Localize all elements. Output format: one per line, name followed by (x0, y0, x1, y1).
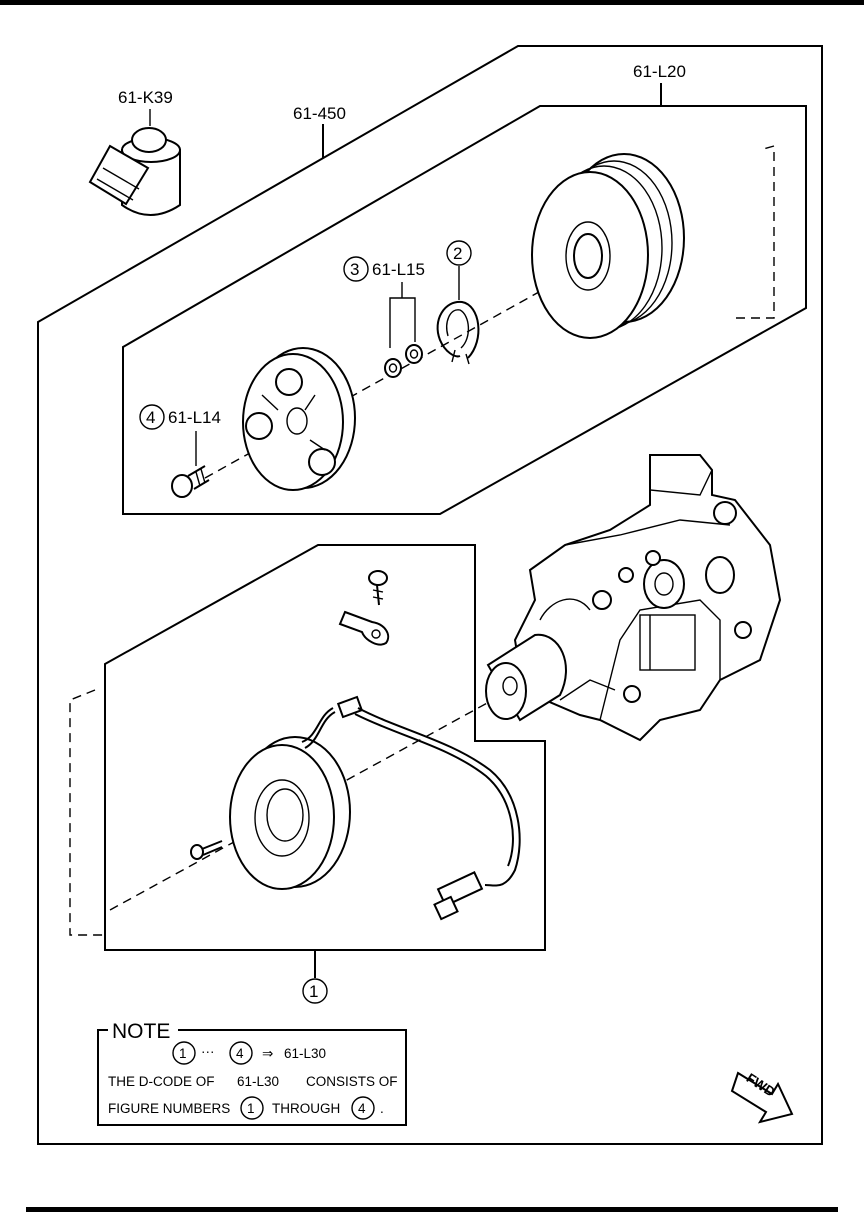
label-61-l15: 61-L15 (372, 260, 425, 279)
clutch-set-outline-l20 (122, 105, 807, 515)
note-range-end-circle (229, 1041, 253, 1065)
note-line3-end-circle (351, 1096, 375, 1120)
note-line3-through: THROUGH (272, 1101, 340, 1116)
callout-4: 4 (146, 408, 155, 427)
fwd-arrow-icon: FWD (730, 1070, 794, 1124)
compressor-body-part (513, 454, 782, 742)
note-range-start-circle (172, 1041, 196, 1065)
shim-washers-part (384, 344, 423, 378)
field-coil-outline (104, 544, 546, 951)
callout-3-circle (343, 256, 369, 282)
coil-phantom-line (69, 689, 105, 936)
label-61-l14: 61-L14 (168, 408, 221, 427)
pulley-part (531, 153, 685, 339)
note-arrow: ⇒ (262, 1046, 273, 1061)
note-line3-end: 4 (358, 1101, 366, 1116)
screw-and-clip-part (338, 570, 390, 646)
label-61-l20: 61-L20 (633, 62, 686, 81)
callout-2: 2 (453, 244, 462, 263)
note-line2-code: 61-L30 (237, 1074, 279, 1089)
callout-1: 1 (309, 982, 318, 1001)
note-line3-start-circle (240, 1096, 264, 1120)
pressure-plate-part (242, 347, 356, 491)
callout-4-circle (139, 404, 165, 430)
pulley-phantom-line (736, 145, 775, 319)
note-line2-prefix: THE D-CODE OF (108, 1074, 215, 1089)
note-title: NOTE (112, 1020, 170, 1043)
note-range-sep: ··· (201, 1044, 215, 1059)
leader-3 (389, 297, 416, 348)
label-61-k39: 61-K39 (118, 88, 173, 107)
callout-1-circle (302, 978, 328, 1004)
callout-3: 3 (350, 260, 359, 279)
note-line3-period: . (380, 1101, 384, 1116)
bolt-part (171, 465, 210, 498)
note-range-end: 4 (236, 1046, 244, 1061)
snap-ring-part (436, 300, 480, 365)
callout-2-circle (446, 240, 472, 266)
note-line3-start: 1 (247, 1101, 255, 1116)
note-range-start: 1 (179, 1046, 187, 1061)
label-61-450: 61-450 (293, 104, 346, 123)
note-line3-prefix: FIGURE NUMBERS (108, 1101, 230, 1116)
note-box (97, 1029, 407, 1126)
note-range-code: 61-L30 (284, 1046, 326, 1061)
compressor-nose-part (485, 633, 567, 722)
top-border-rule (0, 0, 864, 5)
field-coil-part (229, 695, 521, 921)
relief-valve-cap-part (88, 127, 181, 216)
coil-screw-part (190, 840, 223, 860)
bottom-border-rule (26, 1207, 838, 1212)
assembly-outline-450 (37, 45, 823, 1145)
note-line2-suffix: CONSISTS OF (306, 1074, 398, 1089)
